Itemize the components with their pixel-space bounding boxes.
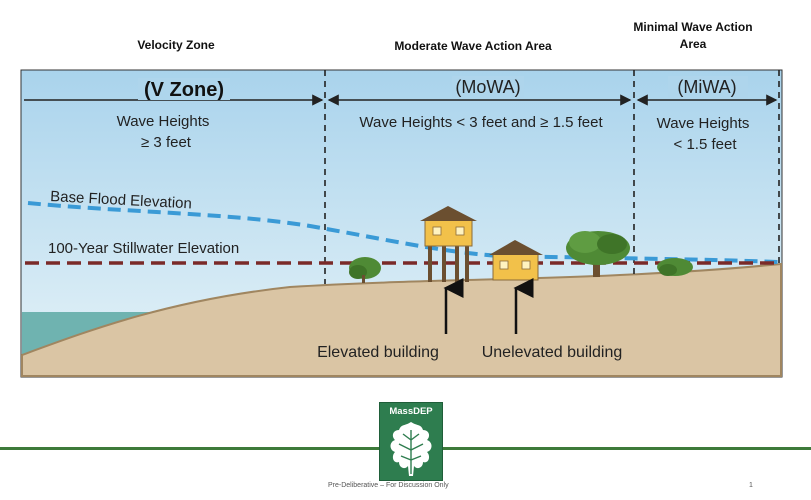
mowa-wave-text: Wave Heights < 3 feet and ≥ 1.5 feet: [359, 114, 603, 131]
tree-icon: [566, 231, 630, 277]
massdep-logo: MassDEP: [379, 402, 443, 481]
v-zone-label: (V Zone): [144, 79, 224, 101]
unelevated-building-icon: [489, 240, 543, 281]
v-zone-wave-line1: Wave Heights: [117, 113, 210, 130]
stillwater-elevation-label: 100-Year Stillwater Elevation: [48, 240, 239, 257]
minimal-wave-area-title-line1: Minimal Wave Action: [633, 20, 753, 34]
oak-leaf-icon: [390, 422, 432, 476]
moderate-wave-area-title: Moderate Wave Action Area: [394, 39, 552, 53]
minimal-wave-area-title-line2: Area: [679, 37, 707, 51]
v-zone-wave-line2: ≥ 3 feet: [141, 134, 192, 151]
massdep-logo-text: MassDEP: [389, 406, 433, 417]
miwa-wave-line2: < 1.5 feet: [674, 136, 738, 153]
bush-right-icon: [657, 258, 693, 276]
elevated-building-label: Elevated building: [317, 344, 439, 361]
page-number: 1: [749, 482, 753, 489]
mowa-label: (MoWA): [455, 77, 520, 97]
velocity-zone-title: Velocity Zone: [137, 38, 215, 52]
elevated-building-icon: [420, 206, 477, 282]
miwa-label-bg: [668, 76, 748, 98]
base-flood-elevation-line: [27, 201, 780, 264]
miwa-label: (MiWA): [677, 77, 736, 97]
mowa-label-bg: [452, 76, 524, 98]
miwa-wave-line1: Wave Heights: [657, 115, 750, 132]
unelevated-building-label: Unelevated building: [482, 344, 623, 361]
v-zone-label-bg: [138, 78, 230, 100]
bush-left-icon: [349, 257, 381, 283]
footer-note: Pre-Deliberative – For Discussion Only: [328, 482, 449, 489]
